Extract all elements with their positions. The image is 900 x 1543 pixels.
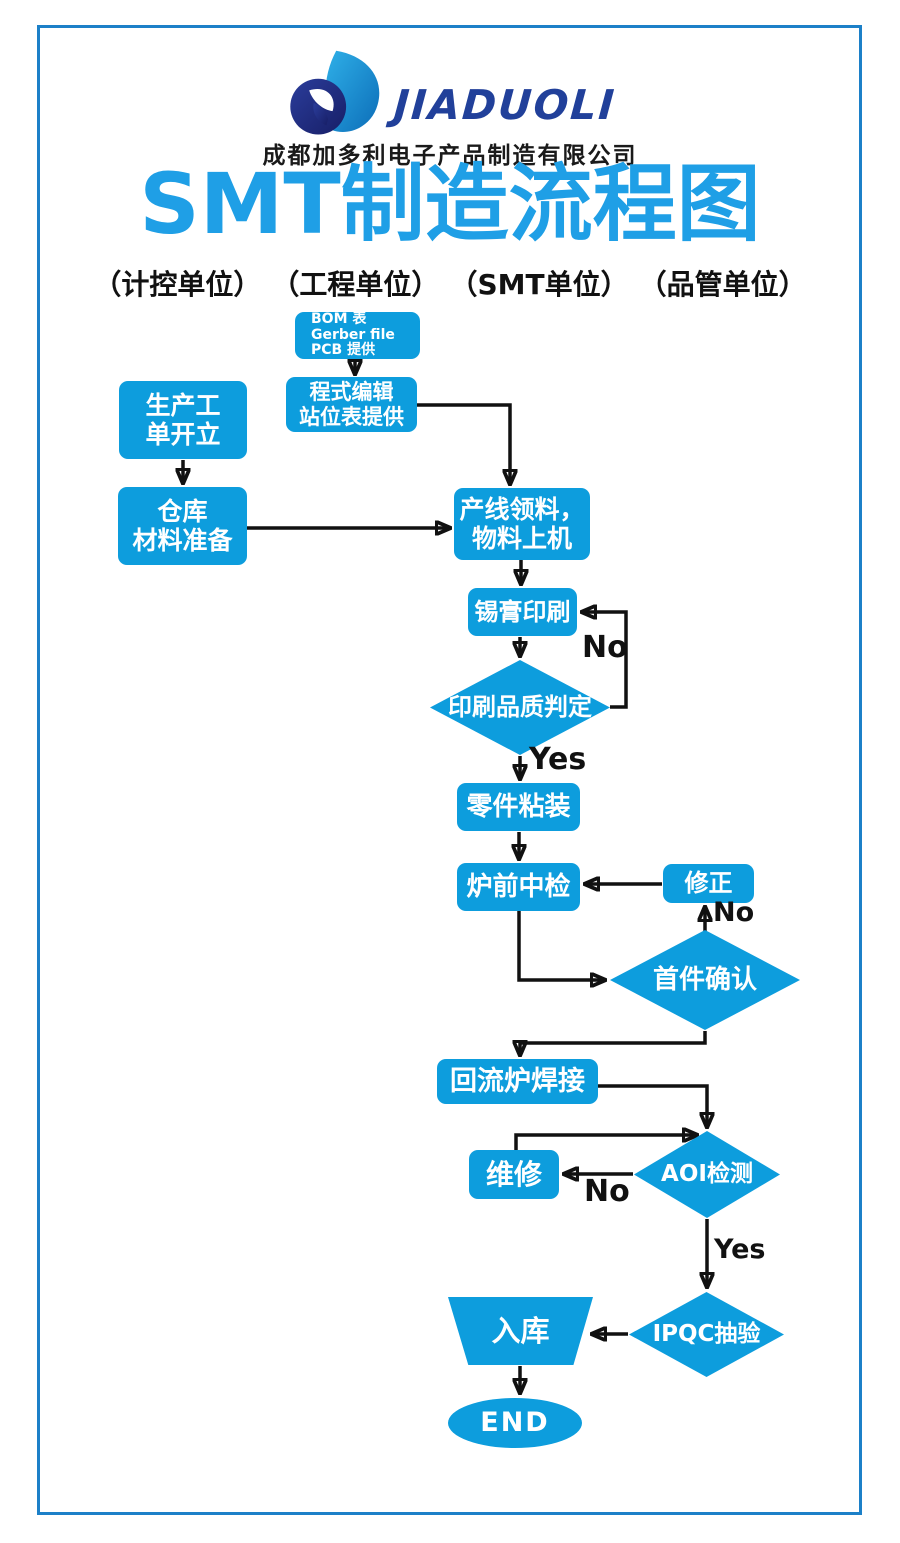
node-program-edit: 程式编辑 站位表提供	[286, 377, 417, 432]
company-logo-icon	[284, 49, 392, 143]
node-component-mount: 零件粘装	[457, 783, 580, 831]
node-line: 首件确认	[652, 964, 757, 995]
node-end: END	[448, 1398, 582, 1448]
node-line: 材料准备	[132, 526, 233, 555]
node-line: 站位表提供	[299, 404, 404, 429]
node-line: 物料上机	[471, 524, 572, 553]
edge-label-first-article-no: No	[713, 897, 755, 928]
node-line: 锡膏印刷	[474, 597, 571, 626]
node-line: IPQC抽验	[652, 1320, 761, 1347]
edge-label-aoi-no: No	[584, 1174, 630, 1209]
node-storage: 入库	[448, 1297, 593, 1365]
node-solder-paste-print: 锡膏印刷	[468, 588, 577, 636]
node-line: 生产工	[145, 390, 221, 420]
node-line: 零件粘装	[466, 791, 571, 822]
node-line: 炉前中检	[466, 871, 571, 902]
node-pre-oven-check: 炉前中检	[457, 863, 580, 911]
department-label-pinguan: （品管单位）	[638, 268, 807, 301]
node-line: AOI检测	[661, 1160, 753, 1187]
department-label-gongcheng: （工程单位）	[271, 268, 440, 301]
node-work-order: 生产工 单开立	[119, 381, 247, 459]
node-line: 产线领料，	[459, 494, 585, 524]
department-label-jikong: （计控单位）	[93, 268, 262, 301]
company-name: 成都加多利电子产品制造有限公司	[262, 143, 638, 169]
edge-label-print-yes: Yes	[529, 742, 587, 777]
node-line: 回流炉焊接	[450, 1065, 585, 1097]
node-fix: 修正	[663, 864, 754, 903]
node-warehouse-prep: 仓库 材料准备	[118, 487, 247, 565]
department-row: （计控单位） （工程单位） （SMT单位） （品管单位）	[0, 263, 900, 303]
node-line: 印刷品质判定	[448, 693, 592, 722]
node-line: END	[480, 1407, 550, 1439]
node-line: 仓库	[157, 496, 208, 526]
node-repair: 维修	[469, 1150, 559, 1199]
node-line: BOM 表	[311, 311, 367, 328]
node-line: 入库	[491, 1313, 550, 1348]
header: JIADUOLI 成都加多利电子产品制造有限公司	[0, 50, 900, 170]
node-line: 修正	[684, 869, 733, 898]
edge-label-print-no: No	[582, 630, 628, 665]
department-label-smt: （SMT单位）	[449, 268, 629, 301]
node-line: 单开立	[145, 420, 221, 449]
node-line: 维修	[485, 1157, 542, 1191]
node-line: PCB 提供	[311, 342, 376, 359]
node-bom-input: BOM 表 Gerber file PCB 提供	[295, 312, 420, 359]
node-line: Gerber file	[311, 326, 395, 343]
node-reflow-solder: 回流炉焊接	[437, 1059, 598, 1104]
node-line: 程式编辑	[309, 379, 394, 404]
page-title: SMT制造流程图	[139, 155, 761, 253]
node-line-material: 产线领料， 物料上机	[454, 488, 590, 560]
edge-label-aoi-yes: Yes	[714, 1234, 766, 1265]
